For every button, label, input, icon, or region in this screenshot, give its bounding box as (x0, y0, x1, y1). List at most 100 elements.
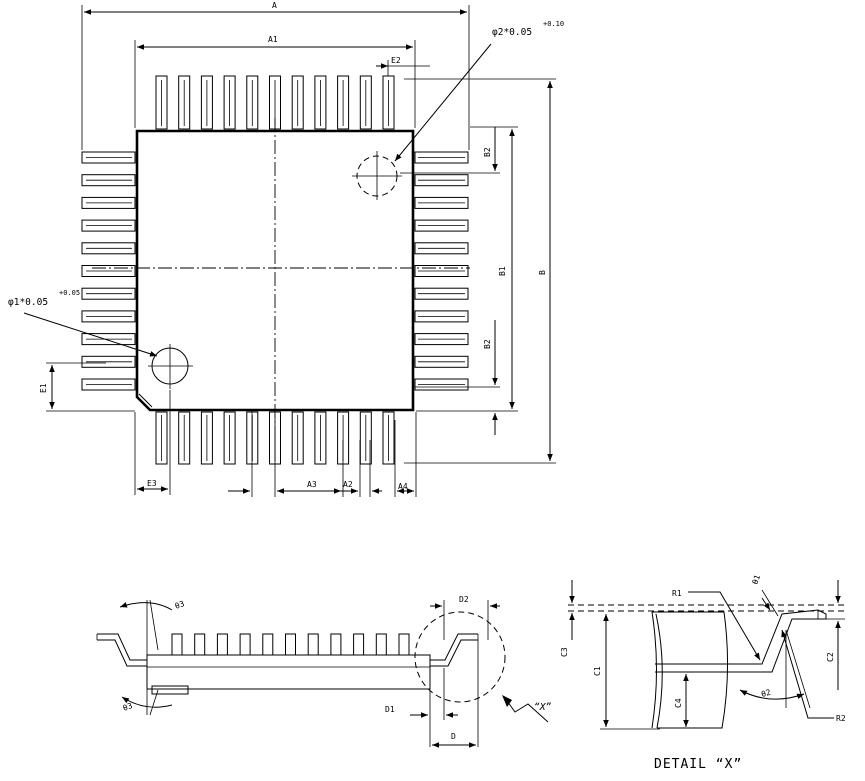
side-lead-right (430, 633, 478, 667)
detail-callout-label: “X” (534, 702, 551, 713)
pin-bottom (314, 411, 327, 465)
side-lead-stub (239, 633, 251, 656)
side-lead-stub (330, 633, 342, 656)
detail-x-view: C3 C1 C4 C2 R1 R2 θ1 θ2 DETAIL “X” (560, 573, 848, 772)
side-lead-stub (398, 633, 410, 656)
side-lead-stub (216, 633, 228, 656)
pin-left (81, 355, 136, 368)
detail-label-theta1: θ1 (750, 573, 762, 585)
pin-left (81, 151, 136, 164)
package-body (135, 129, 415, 412)
detail-body-outline (651, 611, 729, 729)
pin-top (291, 75, 304, 130)
pin-top (246, 75, 259, 130)
pin-left (81, 174, 136, 187)
pin-left (81, 219, 136, 232)
pin-left (81, 333, 136, 346)
pin-right (414, 265, 469, 277)
dim-label-E1: E1 (39, 383, 48, 393)
side-lead-stub (375, 633, 387, 656)
pin-left (81, 242, 136, 255)
pin-top (314, 75, 327, 130)
pin-top (359, 75, 372, 130)
side-label-D1: D1 (385, 705, 395, 714)
pins-top-row (155, 75, 395, 130)
pin-right (414, 378, 469, 391)
hole-large-label: φ2*0.05 (492, 27, 532, 38)
pin-right (414, 151, 469, 164)
pin-bottom (200, 411, 213, 465)
side-view: θ3 θ3 “X” D2 D1 D (96, 595, 551, 748)
dim-label-B1: B1 (498, 266, 507, 276)
detail-label-R2: R2 (836, 714, 846, 723)
pin-top (337, 75, 350, 130)
pins-left-column (81, 151, 136, 391)
side-label-D: D (451, 732, 456, 741)
pin-top (200, 75, 213, 130)
pin-left (81, 196, 136, 209)
side-label-theta3-top: θ3 (174, 599, 186, 611)
pin-right (414, 219, 469, 232)
ejector-hole-large (352, 151, 402, 200)
pin1-marker-hole (148, 344, 193, 389)
hole-large-tolerance: +0.10 (543, 20, 564, 28)
pin-left (81, 265, 136, 277)
pin-right (414, 310, 469, 323)
dim-label-E3: E3 (147, 479, 157, 488)
detail-callout-circle (414, 611, 506, 703)
side-lead-stub (194, 633, 206, 656)
side-lead-left (97, 633, 147, 667)
dim-label-A3: A3 (307, 480, 317, 489)
dim-label-A4: A4 (398, 482, 408, 491)
side-lead-stub (171, 633, 183, 656)
dim-label-E2: E2 (391, 56, 401, 65)
hole-large-note: φ2*0.05 (492, 27, 532, 38)
side-lead-row (171, 633, 410, 656)
detail-label-C2: C2 (826, 652, 835, 662)
pin-right (414, 355, 469, 368)
pin-bottom (359, 411, 372, 465)
pin-right (414, 333, 469, 346)
pin-left (81, 287, 136, 300)
dim-label-B2-upper: B2 (483, 147, 492, 157)
pin-bottom (291, 411, 304, 465)
side-lead-stub (353, 633, 365, 656)
dim-label-A1: A1 (268, 35, 278, 44)
side-label-theta3-bottom: θ3 (122, 701, 134, 713)
detail-label-C3: C3 (560, 647, 569, 657)
pins-right-column (414, 151, 469, 391)
pin-top (223, 75, 236, 130)
pin-left (81, 378, 136, 391)
top-view: A A1 E2 B B1 B2 B2 E1 E3 A3 A2 A4 φ2*0.0… (8, 1, 564, 497)
pin-right (414, 196, 469, 209)
side-lead-stub (262, 633, 274, 656)
pin-right (414, 174, 469, 187)
pin-bottom (178, 411, 191, 465)
side-body (146, 654, 431, 690)
dim-label-B: B (538, 270, 547, 275)
dim-label-B2-lower: B2 (483, 339, 492, 349)
pin-left (81, 310, 136, 323)
pin-top (382, 75, 395, 130)
pin-right (414, 242, 469, 255)
pin-top (178, 75, 191, 130)
hole-small-label: φ1*0.05 (8, 297, 48, 308)
detail-title: DETAIL “X” (654, 757, 742, 772)
pin-bottom (382, 411, 395, 465)
hole-small-tolerance: +0.05 (59, 289, 80, 297)
dim-label-A: A (272, 1, 277, 10)
detail-label-R1: R1 (672, 589, 682, 598)
pin-top (155, 75, 168, 130)
pin-right (414, 287, 469, 300)
detail-label-C4: C4 (674, 698, 683, 708)
pin-bottom (223, 411, 236, 465)
detail-label-theta2: θ2 (760, 688, 772, 699)
dim-label-A2: A2 (343, 480, 353, 489)
side-lead-stub (307, 633, 319, 656)
pin-bottom (155, 411, 168, 465)
side-label-D2: D2 (459, 595, 469, 604)
detail-lead (655, 609, 827, 673)
hole-small-note: φ1*0.05 (8, 297, 48, 308)
side-lead-stub (285, 633, 296, 656)
